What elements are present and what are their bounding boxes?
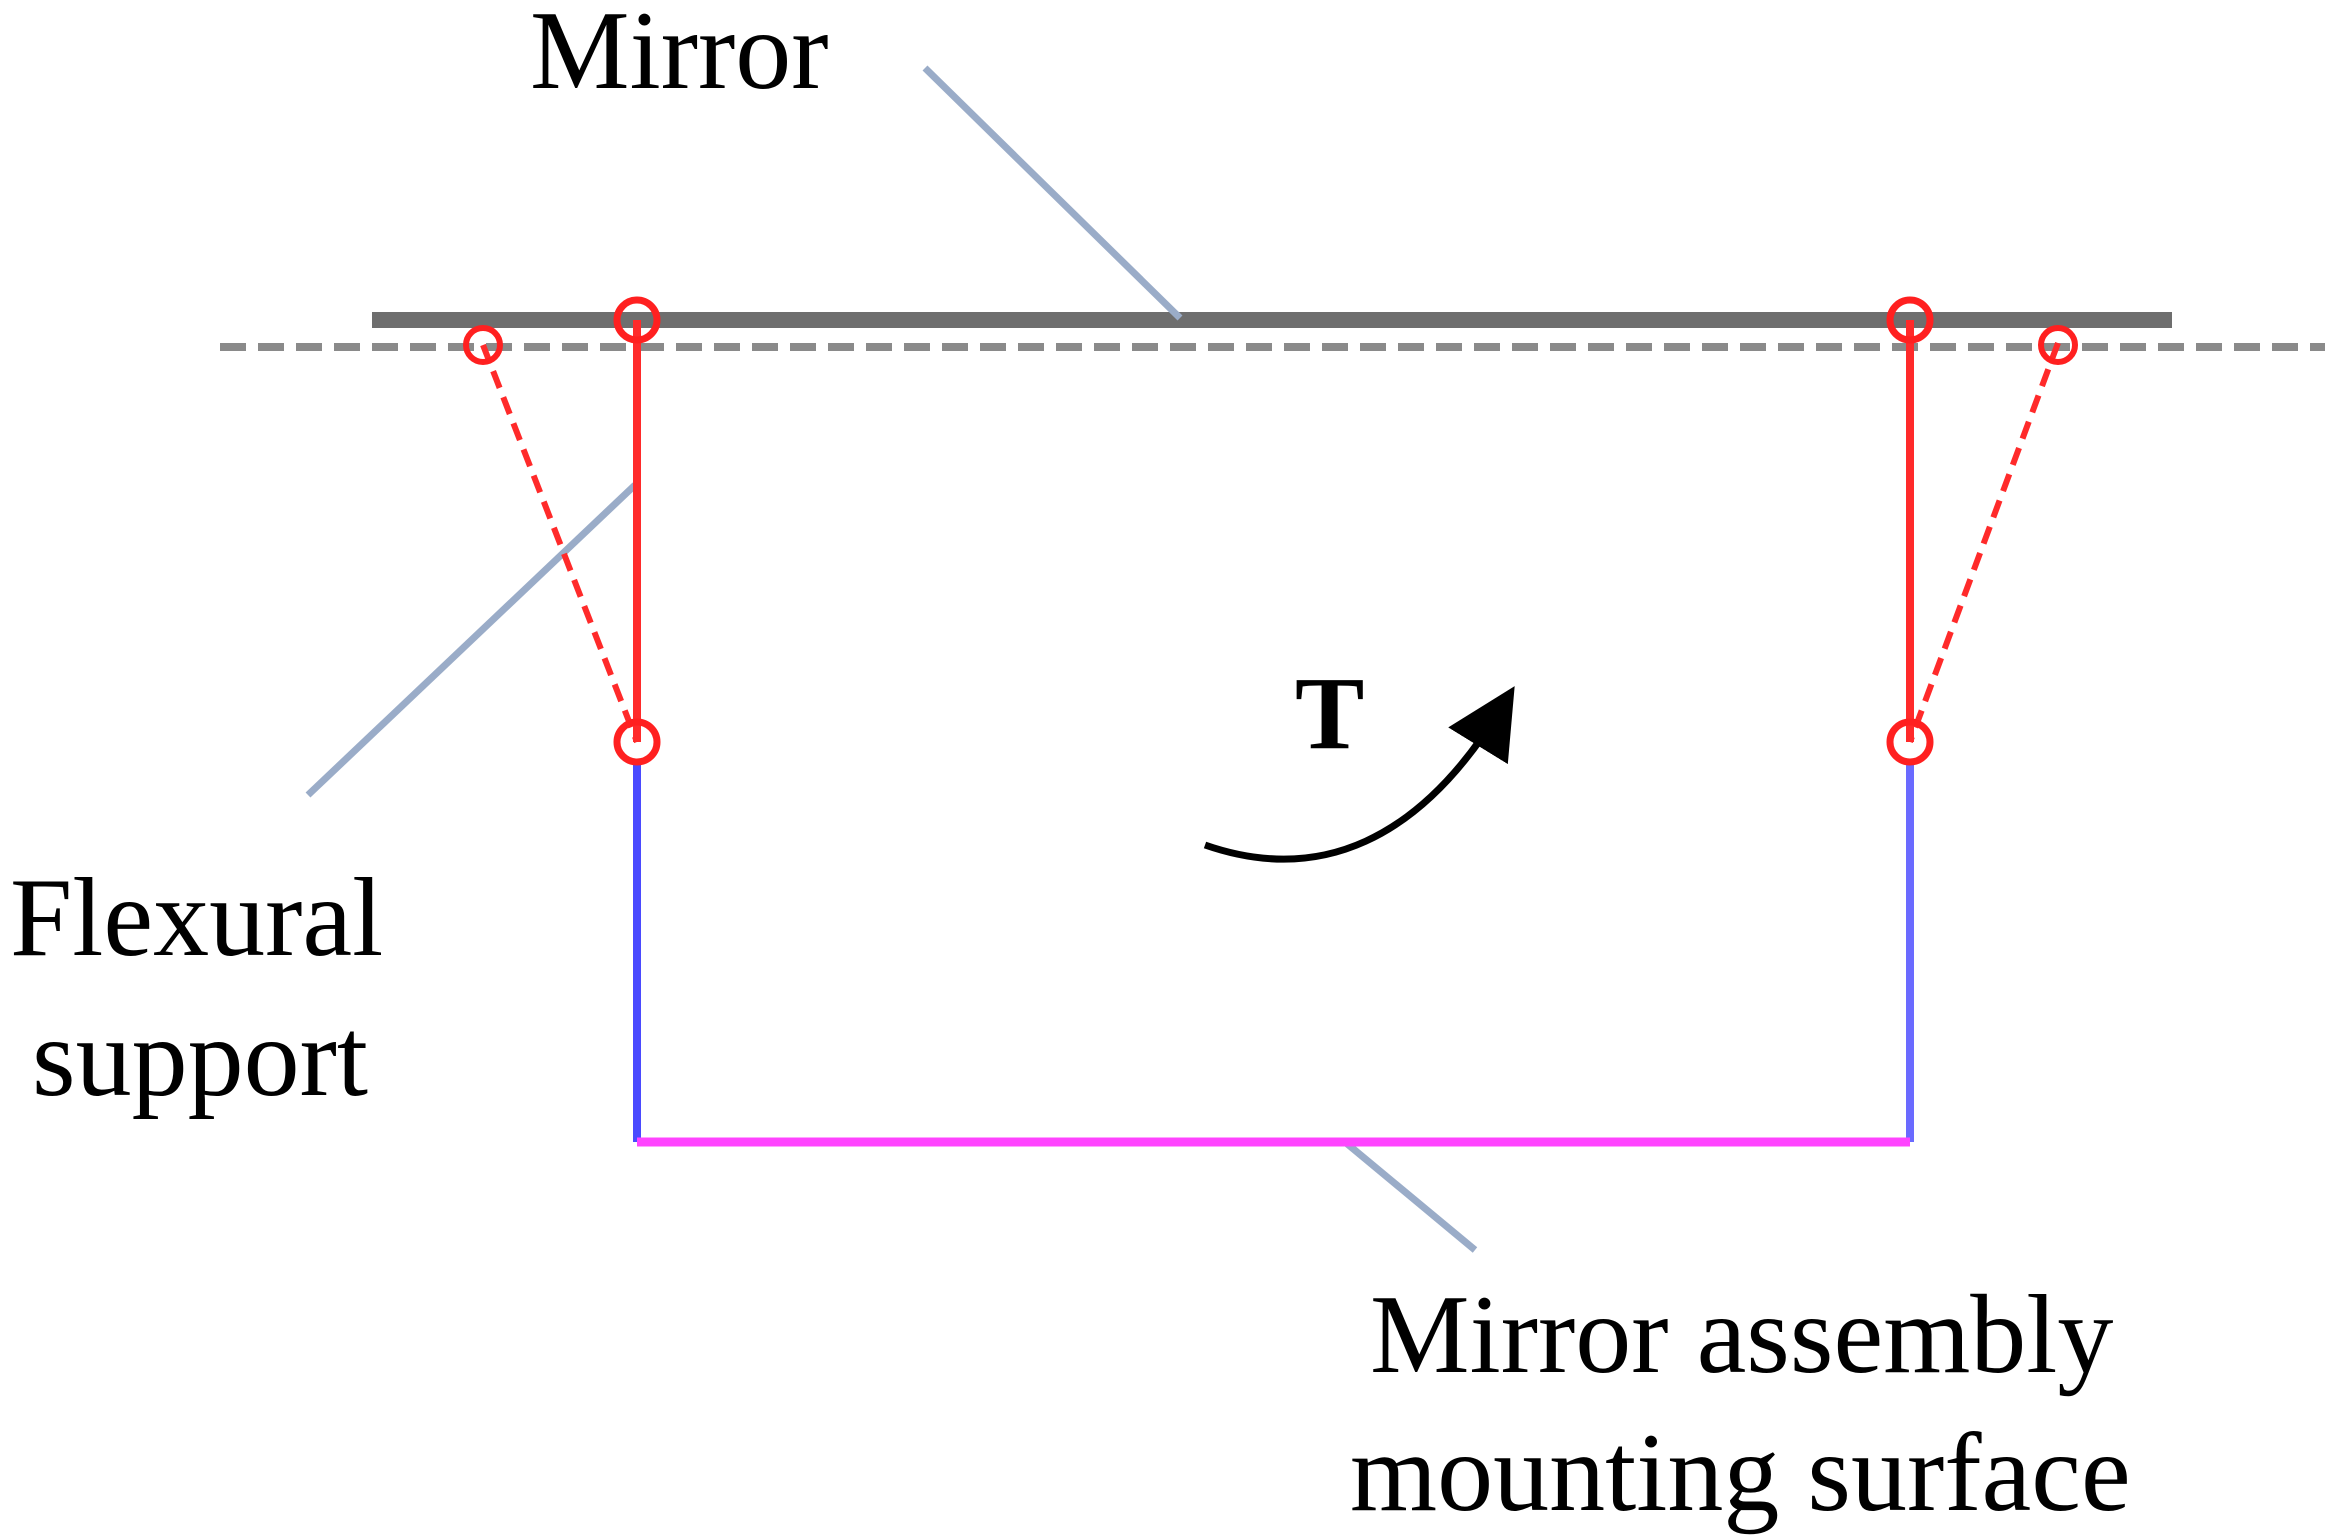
mounting-surface-label-line2: mounting surface xyxy=(1350,1411,2131,1535)
left-deformed-joint xyxy=(463,325,503,365)
right-bottom-joint xyxy=(1886,718,1934,766)
mounting-surface-leader-line xyxy=(1342,1139,1478,1253)
mounting-surface-label-line1: Mirror assembly xyxy=(1370,1273,2113,1397)
torque-arrow xyxy=(1203,686,1515,863)
left-bottom-joint xyxy=(613,718,661,766)
right-deformed-joint xyxy=(2038,325,2078,365)
flexural-support-label-line1: Flexural xyxy=(10,856,383,980)
torque-label: T xyxy=(1295,656,1364,771)
flexural-support-leader-line xyxy=(305,482,638,798)
left-deformed-flexure xyxy=(480,343,640,744)
right-deformed-flexure xyxy=(1907,341,2061,744)
left-top-joint xyxy=(613,296,661,344)
right-top-joint xyxy=(1886,296,1934,344)
mirror-leader-line xyxy=(922,65,1183,321)
flexural-support-label-line2: support xyxy=(32,996,368,1120)
mirror-label: Mirror xyxy=(530,0,829,113)
